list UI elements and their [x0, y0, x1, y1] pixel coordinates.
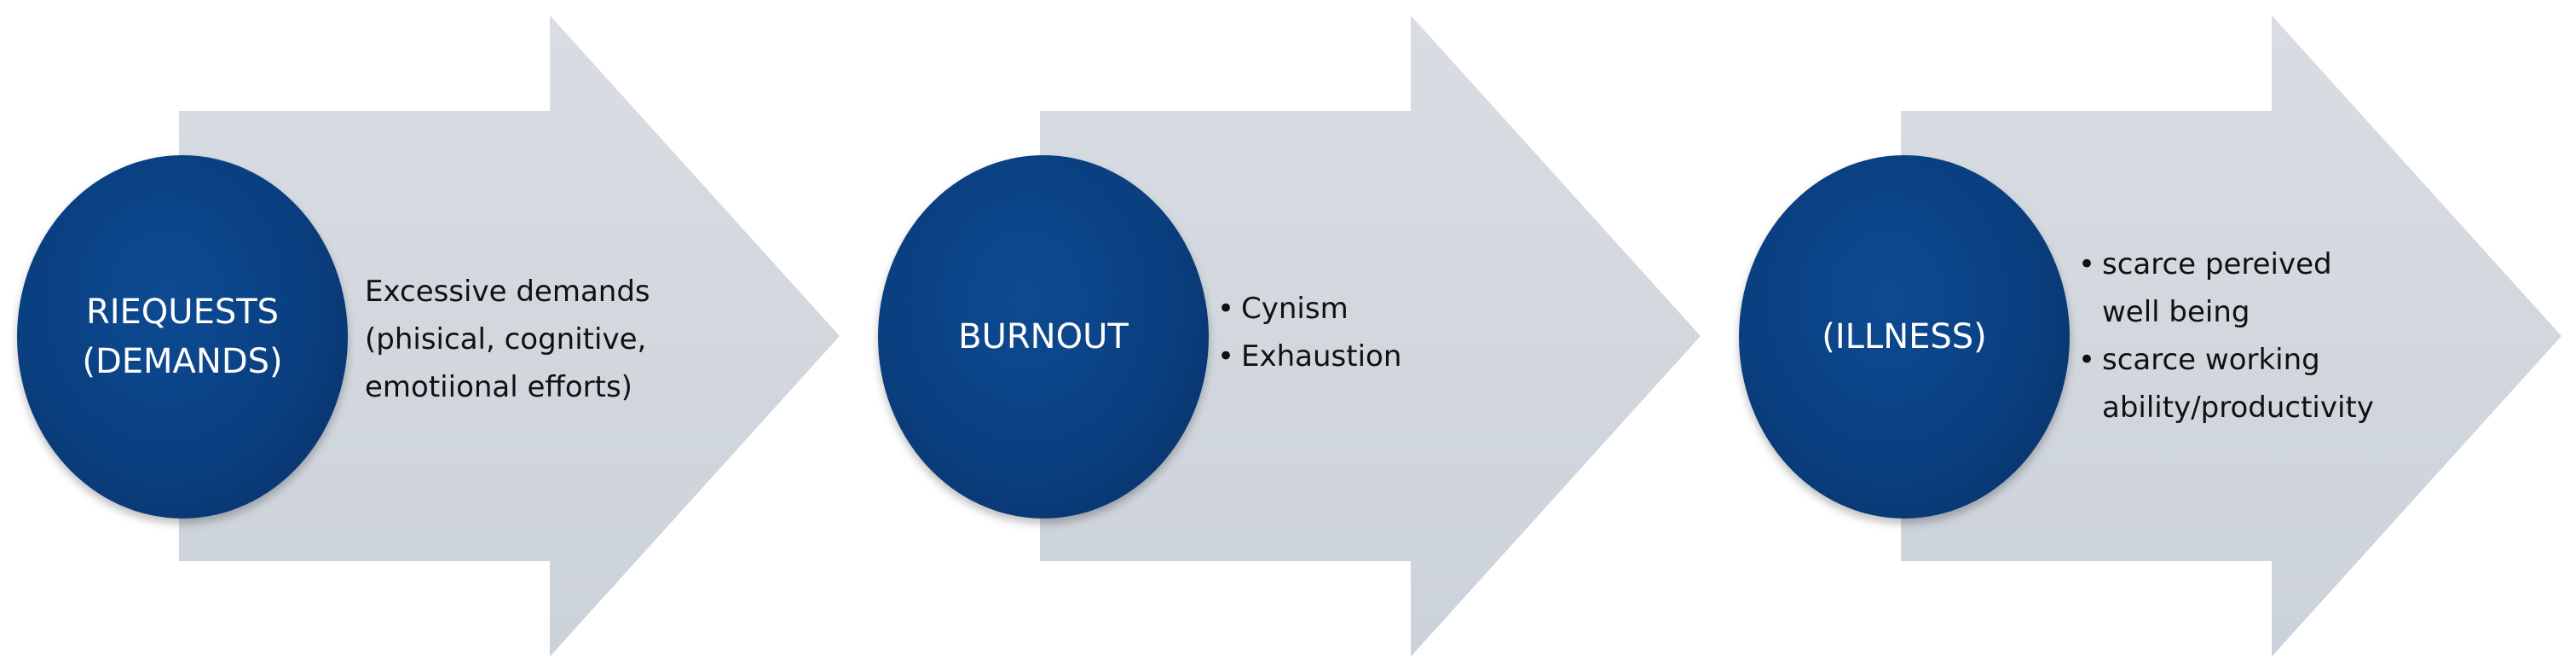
burnout-label: BURNOUT [958, 317, 1129, 356]
illness-circle: (ILLNESS) [1739, 155, 2070, 518]
requests-circle: RIEQUESTS (DEMANDS) [17, 155, 348, 518]
illness-label: (ILLNESS) [1822, 317, 1987, 356]
step-requests: RIEQUESTS (DEMANDS) Excessive demands (p… [0, 0, 861, 672]
burnout-bullet-cynism: Cynism [1217, 285, 1592, 333]
requests-label: RIEQUESTS (DEMANDS) [82, 293, 283, 381]
burnout-bullet-exhaustion: Exhaustion [1217, 333, 1592, 380]
step-burnout: BURNOUT Cynism Exhaustion [861, 0, 1722, 672]
illness-bullet-list: scarce pereived well being scarce workin… [2078, 240, 2453, 432]
requests-description: Excessive demands (phisical, cognitive, … [365, 268, 740, 411]
burnout-description: Cynism Exhaustion [1217, 285, 1592, 380]
requests-description-text: Excessive demands (phisical, cognitive, … [365, 275, 650, 404]
burnout-circle: BURNOUT [878, 155, 1209, 518]
illness-bullet-wellbeing: scarce pereived well being [2078, 240, 2453, 336]
arrow-shape-requests [179, 15, 840, 657]
illness-description: scarce pereived well being scarce workin… [2078, 240, 2453, 432]
step-illness: (ILLNESS) scarce pereived well being sca… [1722, 0, 2576, 672]
illness-bullet-productivity: scarce working ability/productivity [2078, 336, 2453, 432]
burnout-bullet-list: Cynism Exhaustion [1217, 285, 1592, 380]
